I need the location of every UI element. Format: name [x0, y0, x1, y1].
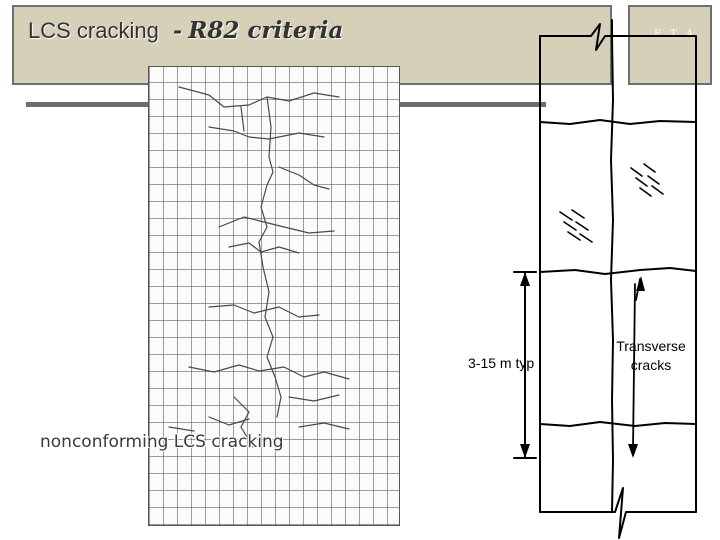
crack-pointer-arrow-up — [636, 276, 645, 291]
slab-top-edge-left — [539, 23, 613, 51]
slab-bottom-edge — [539, 487, 697, 539]
title-criteria: R82 criteria — [188, 17, 344, 44]
crack-pointer-arrow-down — [628, 444, 638, 458]
longitudinal-crack — [610, 35, 614, 513]
spacing-arrow-bottom — [520, 444, 530, 458]
pavement-photo — [148, 66, 400, 526]
transverse-cracks-label-line1: Transverse — [616, 338, 686, 354]
transverse-joint-1 — [539, 119, 697, 125]
logo-box: F T A — [628, 5, 712, 85]
joint-spacing-label: 3-15 m typ — [468, 355, 535, 371]
title-main: LCS cracking — [28, 18, 159, 43]
logo-text: F T A — [654, 29, 697, 40]
title-separator: - — [172, 18, 183, 44]
transverse-cracks-label: Transverse cracks — [606, 337, 696, 375]
slide-title: LCS cracking - R82 criteria — [28, 17, 343, 44]
transverse-joint-2 — [539, 267, 697, 275]
photo-crack-pattern — [168, 86, 350, 448]
transverse-cracks-label-line2: cracks — [630, 357, 672, 373]
slab-outline-right — [611, 19, 697, 513]
crack-pointer-shaft — [632, 283, 636, 451]
spacing-arrow-top — [520, 272, 530, 286]
photo-caption: nonconforming LCS cracking — [40, 432, 284, 452]
transverse-joint-3 — [539, 421, 697, 427]
hairline-cracks-upper — [630, 163, 664, 197]
hairline-cracks-lower — [559, 209, 593, 243]
